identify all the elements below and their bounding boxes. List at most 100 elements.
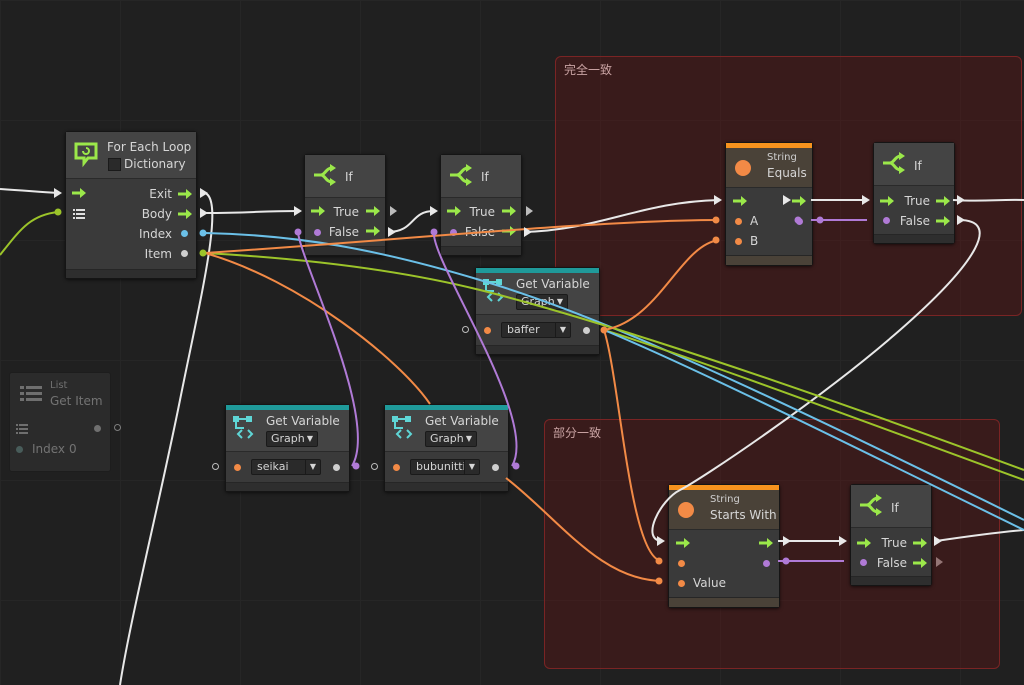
node-header[interactable]: Get Variable Graph▼ xyxy=(226,405,349,452)
node-footer xyxy=(226,482,349,491)
unconnected-input-port[interactable] xyxy=(212,463,219,470)
unconnected-input-port[interactable] xyxy=(462,326,469,333)
flow-in-port[interactable] xyxy=(447,206,461,216)
list-port-icon[interactable] xyxy=(16,423,28,437)
node-header[interactable]: If xyxy=(851,485,931,528)
index-port[interactable] xyxy=(16,446,23,453)
value-output-port[interactable] xyxy=(583,327,590,334)
if-node-1[interactable]: If True False xyxy=(304,154,386,256)
a-port[interactable] xyxy=(735,218,742,225)
item-port[interactable] xyxy=(181,250,188,257)
exit-port[interactable] xyxy=(178,189,192,199)
get-variable-bubunitti-node[interactable]: Get Variable Graph▼ bubunitti▼ xyxy=(384,404,509,492)
scope-dropdown[interactable]: Graph▼ xyxy=(516,294,568,310)
value-output-port[interactable] xyxy=(333,464,340,471)
name-input-port[interactable] xyxy=(234,464,241,471)
true-out-arrow[interactable] xyxy=(526,206,533,216)
result-port[interactable] xyxy=(763,560,770,567)
node-header[interactable]: Get Variable Graph▼ xyxy=(476,268,599,315)
ghost-output-port[interactable] xyxy=(114,424,121,431)
node-footer xyxy=(851,576,931,585)
variable-name-field[interactable]: seikai▼ xyxy=(251,459,321,475)
node-footer xyxy=(874,234,954,243)
false-port[interactable] xyxy=(936,216,950,226)
body-port[interactable] xyxy=(178,209,192,219)
true-port[interactable] xyxy=(366,206,380,216)
flow-in-port[interactable] xyxy=(311,206,325,216)
index-label: Index xyxy=(32,442,66,456)
string-port[interactable] xyxy=(678,560,685,567)
node-title: If xyxy=(481,170,489,184)
chevron-down-icon: ▼ xyxy=(306,434,313,443)
variable-name-field[interactable]: baffer▼ xyxy=(501,322,571,338)
scope-dropdown[interactable]: Graph▼ xyxy=(266,431,318,447)
value-output-port[interactable] xyxy=(492,464,499,471)
group-title[interactable]: 部分一致 xyxy=(553,426,602,440)
node-footer xyxy=(441,246,521,255)
variable-name-field[interactable]: bubunitti▼ xyxy=(410,459,480,475)
condition-port[interactable] xyxy=(860,559,867,566)
true-label: True xyxy=(469,205,496,219)
node-header[interactable]: If xyxy=(441,155,521,198)
collection-port-icon[interactable] xyxy=(73,208,85,222)
condition-port[interactable] xyxy=(450,229,457,236)
chevron-down-icon: ▼ xyxy=(556,297,563,306)
get-variable-baffer-node[interactable]: Get Variable Graph▼ baffer▼ xyxy=(475,267,600,355)
unconnected-input-port[interactable] xyxy=(371,463,378,470)
list-get-item-node[interactable]: List Get Item Index 0 xyxy=(9,372,111,472)
group-title[interactable]: 完全一致 xyxy=(564,63,613,77)
node-header[interactable]: String Starts With xyxy=(669,485,779,530)
flow-in-port[interactable] xyxy=(676,538,690,548)
node-header[interactable]: If xyxy=(874,143,954,186)
if-node-2[interactable]: If True False xyxy=(440,154,522,256)
false-port[interactable] xyxy=(502,226,516,236)
string-equals-node[interactable]: String Equals A B xyxy=(725,142,813,266)
index-value[interactable]: 0 xyxy=(69,442,77,456)
checkbox[interactable] xyxy=(108,158,121,171)
node-header[interactable]: If xyxy=(305,155,385,198)
index-label: Index xyxy=(138,227,172,241)
true-port[interactable] xyxy=(936,196,950,206)
flow-in-port[interactable] xyxy=(72,188,86,198)
output-port[interactable] xyxy=(94,425,101,432)
name-input-port[interactable] xyxy=(484,327,491,334)
node-header[interactable]: For Each Loop Dictionary xyxy=(66,132,196,179)
value-port[interactable] xyxy=(678,580,685,587)
string-starts-with-node[interactable]: String Starts With Value xyxy=(668,484,780,608)
node-header[interactable]: String Equals xyxy=(726,143,812,188)
node-title: If xyxy=(891,501,899,515)
if-node-3[interactable]: If True False xyxy=(873,142,955,244)
false-port[interactable] xyxy=(913,558,927,568)
false-out-arrow[interactable] xyxy=(936,557,943,567)
name-input-port[interactable] xyxy=(393,464,400,471)
node-footer xyxy=(726,255,812,265)
flow-out-port[interactable] xyxy=(792,196,806,206)
node-stripe xyxy=(726,143,812,148)
body-label: Body xyxy=(141,207,172,221)
condition-port[interactable] xyxy=(883,217,890,224)
true-out-arrow[interactable] xyxy=(390,206,397,216)
node-footer xyxy=(476,345,599,354)
true-label: True xyxy=(904,194,931,208)
flow-out-port[interactable] xyxy=(759,538,773,548)
value-label: Value xyxy=(693,576,726,590)
condition-port[interactable] xyxy=(314,229,321,236)
true-port[interactable] xyxy=(502,206,516,216)
flow-in-port[interactable] xyxy=(733,196,747,206)
get-variable-seikai-node[interactable]: Get Variable Graph▼ seikai▼ xyxy=(225,404,350,492)
false-port[interactable] xyxy=(366,226,380,236)
flow-in-port[interactable] xyxy=(857,538,871,548)
true-port[interactable] xyxy=(913,538,927,548)
scope-value: Graph xyxy=(521,295,555,308)
if-node-4[interactable]: If True False xyxy=(850,484,932,586)
for-each-loop-node[interactable]: For Each Loop Dictionary Exit Body Index… xyxy=(65,131,197,279)
chevron-down-icon: ▼ xyxy=(305,460,320,474)
scope-dropdown[interactable]: Graph▼ xyxy=(425,431,477,447)
node-stripe xyxy=(385,405,508,410)
b-port[interactable] xyxy=(735,238,742,245)
node-header[interactable]: Get Variable Graph▼ xyxy=(385,405,508,452)
index-port[interactable] xyxy=(181,230,188,237)
result-port[interactable] xyxy=(796,218,803,225)
flow-in-port[interactable] xyxy=(880,196,894,206)
true-label: True xyxy=(881,536,908,550)
